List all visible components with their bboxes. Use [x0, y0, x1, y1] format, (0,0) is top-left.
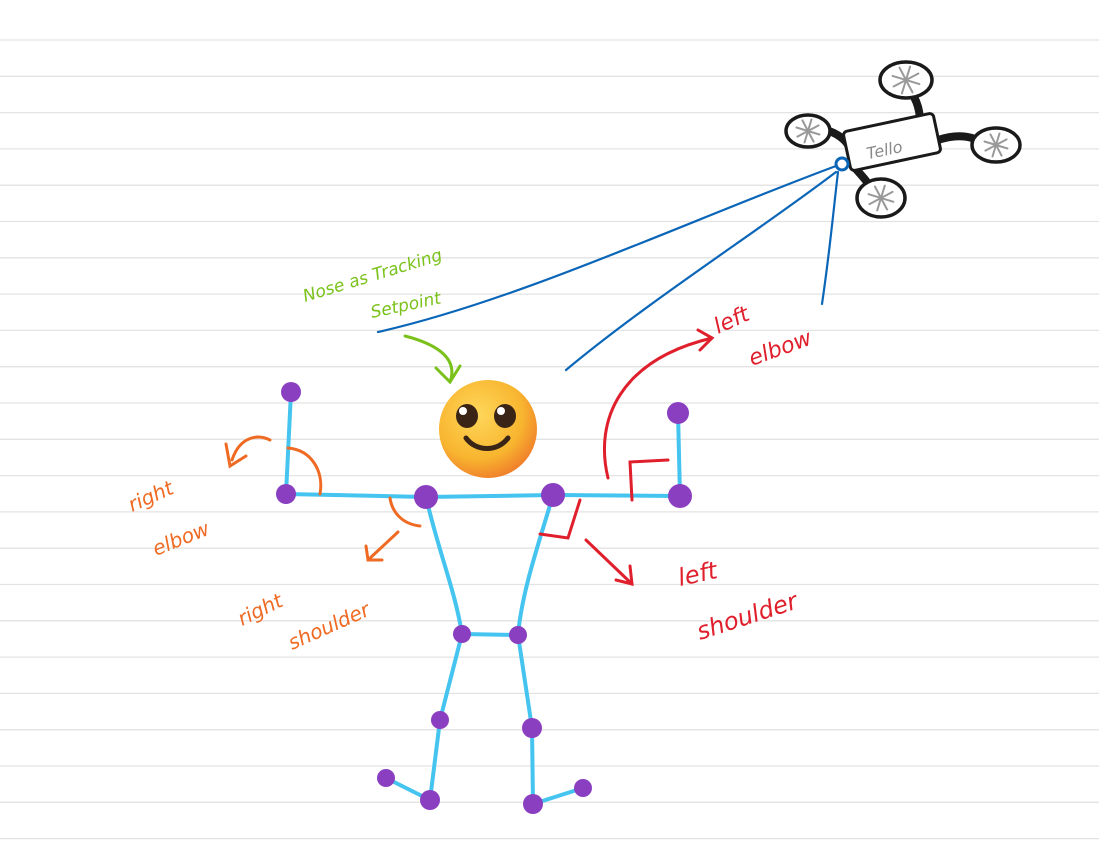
drone-body — [842, 112, 942, 172]
bone-right-torso — [424, 495, 464, 636]
bone-right-forearm — [284, 390, 293, 496]
bone-right-thigh — [438, 632, 464, 722]
left-elbow-label-line-2: elbow — [746, 326, 817, 372]
left-shoulder-angle-marker — [538, 498, 582, 540]
left-shoulder-label-line-2: shoulder — [693, 586, 803, 645]
right-shoulder-label-line-1: right — [234, 588, 288, 631]
emoji-eye-right — [494, 404, 516, 428]
left-elbow-annotation: left elbow — [603, 301, 817, 502]
ruled-lines — [0, 39, 1099, 840]
left-shoulder-arrow-icon — [584, 538, 634, 586]
right-shoulder-angle-arc — [388, 496, 422, 528]
drone-camera-dot — [834, 156, 850, 172]
skeleton-bones — [284, 390, 682, 806]
joint-right-knee — [431, 711, 449, 729]
joint-left-ankle — [523, 794, 543, 814]
tracking-line-middle — [564, 170, 838, 372]
skeleton-joints — [276, 382, 692, 814]
joint-right-elbow — [276, 484, 296, 504]
bone-left-forearm — [676, 411, 682, 498]
emoji-eye-highlight — [459, 407, 467, 415]
rotor-blade — [868, 190, 894, 206]
joint-right-shoulder — [414, 485, 438, 509]
left-shoulder-label-line-1: left — [675, 556, 721, 592]
emoji-eye-left — [456, 404, 478, 428]
joint-right-wrist — [281, 382, 301, 402]
bone-left-upper-arm — [551, 493, 682, 498]
joint-right-ankle — [420, 790, 440, 810]
right-shoulder-label-line-2: shoulder — [284, 597, 375, 655]
right-elbow-arrow-icon — [224, 435, 272, 469]
bone-right-shin — [428, 718, 442, 802]
rotor-blade — [984, 138, 1008, 152]
nose-arrow-icon — [403, 334, 462, 385]
bone-left-torso — [516, 493, 555, 637]
nose-annotation: Nose as Tracking Setpoint — [301, 245, 462, 385]
rotor-blade — [796, 124, 820, 138]
joint-right-hip — [453, 625, 471, 643]
joint-left-hip — [509, 626, 527, 644]
right-shoulder-arrow-icon — [364, 530, 400, 562]
bone-left-thigh — [516, 633, 534, 730]
joint-left-shoulder — [541, 483, 565, 507]
right-shoulder-annotation: right shoulder — [234, 496, 422, 655]
right-elbow-label-line-2: elbow — [149, 516, 213, 561]
quadcopter-drone-icon: Tello — [784, 60, 1022, 219]
emoji-face — [439, 380, 537, 478]
bone-right-upper-arm — [284, 492, 428, 499]
joint-right-toe — [377, 769, 395, 787]
tracking-line-upper — [376, 164, 838, 334]
rotor-blade — [892, 72, 920, 88]
bone-left-shin — [530, 726, 535, 806]
joint-left-wrist — [667, 402, 689, 424]
rotor-blades — [795, 65, 1009, 212]
tracking-lines — [376, 164, 840, 372]
bone-shoulders — [424, 493, 555, 499]
left-elbow-angle-marker — [628, 458, 670, 502]
tracking-line-lower — [820, 170, 840, 306]
left-elbow-label-line-1: left — [710, 301, 754, 339]
emoji-smile — [463, 435, 511, 451]
joint-left-toe — [574, 779, 592, 797]
drone-arm — [934, 132, 976, 144]
right-elbow-angle-arc — [286, 446, 323, 496]
emoji-eye-highlight — [497, 407, 505, 415]
joint-left-knee — [522, 718, 542, 738]
smiling-face-emoji-icon — [439, 380, 537, 478]
joint-left-elbow — [668, 484, 692, 508]
left-elbow-arrow-icon — [603, 328, 715, 480]
left-shoulder-annotation: left shoulder — [538, 498, 803, 646]
bone-hips — [460, 632, 520, 637]
right-elbow-label-line-1: right — [124, 475, 178, 517]
